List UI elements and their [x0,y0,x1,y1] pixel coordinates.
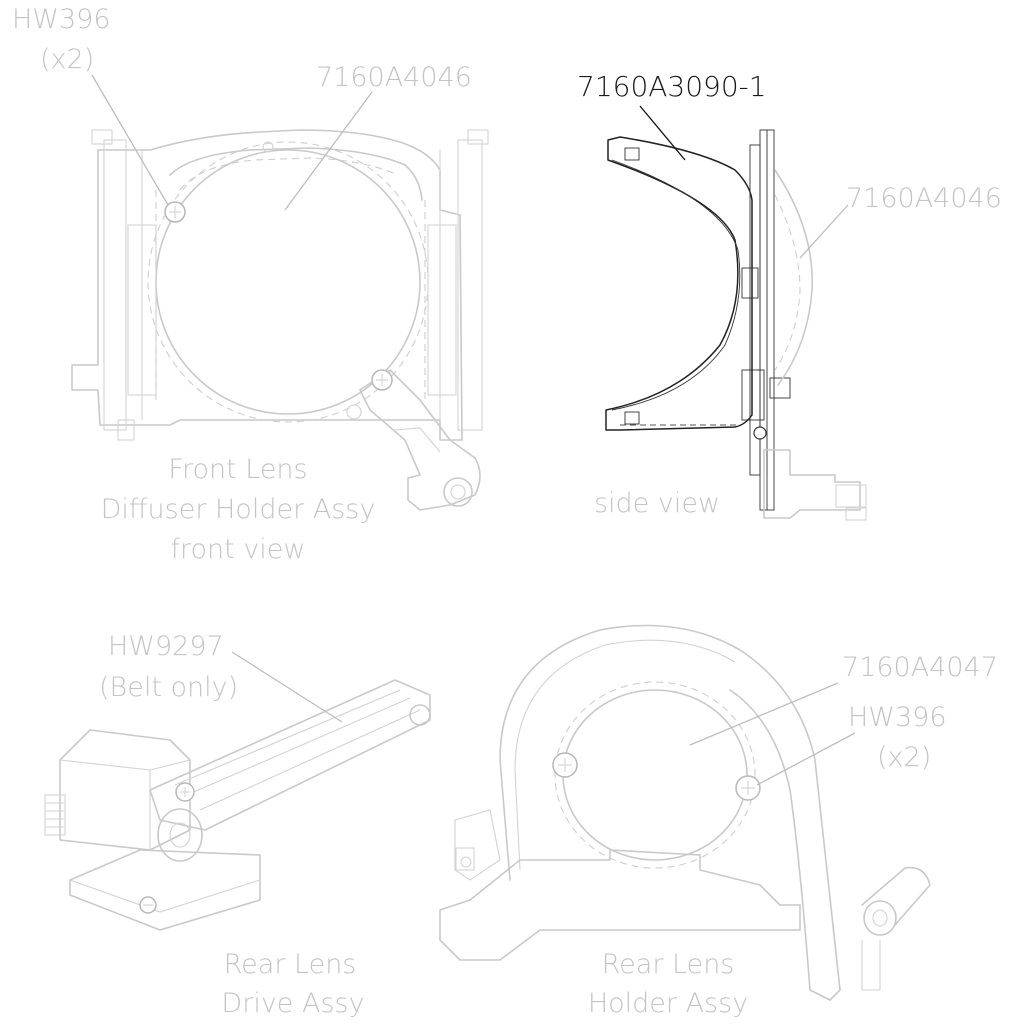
front-lens-diffuser-holder-front-view [71,129,489,511]
caption-drive-line1: Rear Lens [224,949,357,980]
drive-screw-top [175,782,195,802]
caption-holder-line1: Rear Lens [602,949,735,980]
leader-side-highlight [639,105,686,161]
front-screw-right [371,369,393,391]
leader-top-left-hw [91,74,169,206]
callout-rear-holder-hw: HW396 [848,702,947,733]
callout-front-part: 7160A4046 [316,62,472,93]
rear-lens-drive-assy [44,679,431,931]
caption-front-line3: front view [171,534,306,565]
leader-front-part [284,91,373,211]
holder-screw-left [552,752,578,778]
leader-belt [231,651,343,723]
callout-rear-holder-qty: (x2) [877,742,931,773]
callout-side-highlight: 7160A3090-1 [577,70,767,103]
callout-belt-note: (Belt only) [99,672,238,703]
drive-screw-bottom [139,896,157,914]
caption-drive-line2: Drive Assy [221,988,364,1019]
rear-lens-holder-assy [439,624,931,1001]
front-screw-left [164,201,186,223]
holder-screw-right [735,775,761,801]
caption-front-line1: Front Lens [168,454,307,485]
leader-side-part [799,204,849,259]
caption-front-line2: Diffuser Holder Assy [101,494,376,525]
leader-rear-holder-hw [756,732,856,786]
caption-side: side view [594,488,720,519]
diffuser-shell-7160A3090-1 [605,136,753,431]
callout-side-part: 7160A4046 [846,183,1002,214]
callout-top-left-qty: (x2) [40,44,94,75]
rear-lens-ring [562,689,748,861]
caption-holder-line2: Holder Assy [588,988,748,1019]
leader-rear-holder-part [689,682,839,746]
callout-top-left-hw: HW396 [12,4,111,35]
callout-belt-part: HW9297 [108,631,224,662]
side-view-assembly [605,129,867,521]
callout-rear-holder-part: 7160A4047 [842,652,998,683]
